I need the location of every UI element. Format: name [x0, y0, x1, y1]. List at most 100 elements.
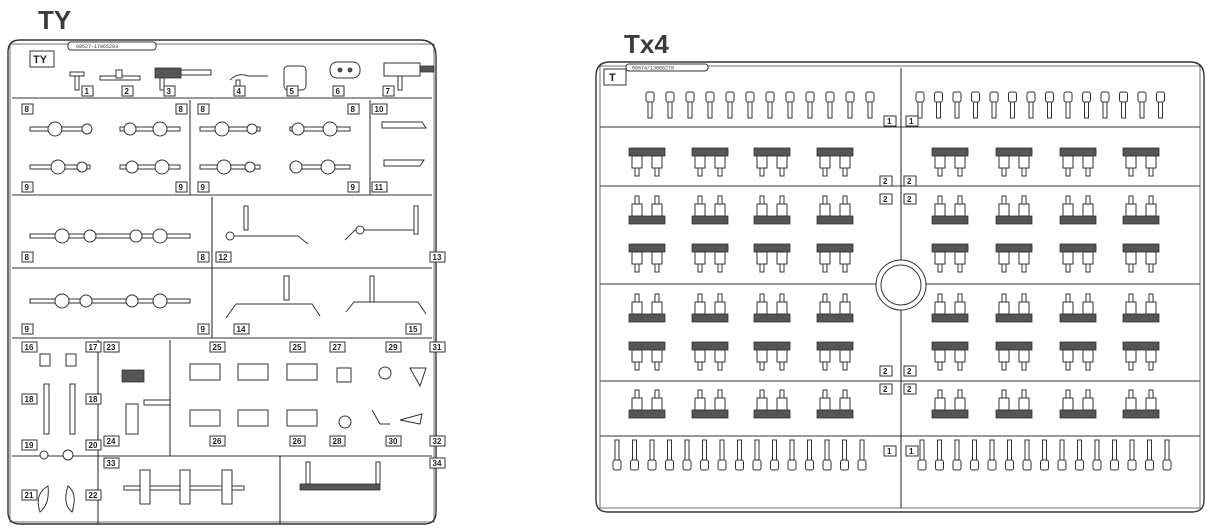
tx4-track-shoe: [691, 341, 729, 371]
tx4-bottom-link-stem: [1007, 439, 1012, 461]
sprue-title-tx4: Tx4: [624, 29, 669, 59]
ty-label-text: 22: [89, 491, 98, 500]
tx4-label-text: 1: [909, 447, 914, 456]
tx4-top-link-stem: [747, 101, 753, 119]
ty-label-box: [209, 435, 226, 447]
tx4-top-link-stem: [1047, 101, 1052, 119]
tx4-bottom-link: [752, 459, 762, 471]
tx4-bottom-link-stem: [1077, 439, 1082, 461]
tx4-bottom-link: [1005, 459, 1014, 471]
ty-label-box: [429, 341, 446, 353]
ty-label-box: [175, 181, 188, 193]
ty-label-box: [429, 457, 446, 469]
tx4-bottom-link-stem: [1094, 439, 1100, 461]
ty-label-text: 34: [433, 459, 442, 468]
ty-label-box: [21, 103, 34, 115]
tx4-top-link: [915, 91, 925, 103]
ty-label-text: 3: [167, 87, 172, 96]
ty-label-text: 18: [25, 395, 34, 404]
ty-label-box: [197, 103, 210, 115]
ty-label-box: [21, 439, 38, 451]
ty-label-box: [429, 435, 446, 447]
ty-label-text: 15: [409, 325, 418, 334]
tx4-label-text: 2: [883, 385, 888, 394]
tx4-bottom-link: [735, 459, 744, 471]
ty-label-box: [405, 323, 422, 335]
tx4-bottom-link-stem: [1059, 439, 1065, 461]
tx4-track-shoe: [1059, 195, 1097, 225]
tx4-bottom-link-stem: [789, 439, 795, 461]
tx4-bottom-link: [1162, 459, 1172, 471]
tx4-top-link: [665, 91, 675, 103]
ty-label-text: 19: [25, 441, 34, 450]
tx4-bottom-link: [935, 459, 944, 471]
tx4-bottom-link: [840, 459, 849, 471]
tx4-track-shoe: [1059, 341, 1097, 371]
tx4-bottom-link-stem: [1129, 439, 1135, 461]
tx4-track-shoe: [1059, 147, 1097, 177]
tx4-bottom-link-stem: [1147, 439, 1152, 461]
tx4-top-link-stem: [973, 101, 978, 119]
tx4-top-link-stem: [917, 101, 923, 119]
tx4-bottom-link-stem: [954, 439, 960, 461]
tx4-bottom-link-stem: [937, 439, 942, 461]
tx4-track-shoe: [753, 389, 791, 419]
ty-label-text: 8: [201, 253, 206, 262]
ty-arm-parts: [29, 121, 427, 319]
tx4-top-link: [1082, 91, 1091, 103]
tx4-top-link-stem: [1139, 101, 1145, 119]
ty-label-text: 12: [219, 253, 228, 262]
tx4-track-shoe: [753, 243, 791, 273]
tx4-top-link-stem: [787, 101, 793, 119]
tx4-top-link-stem: [1084, 101, 1089, 119]
tx4-bottom-link: [770, 459, 779, 471]
ty-label-box: [21, 341, 38, 353]
sprue-ty-corner-tag: [29, 50, 55, 68]
tx4-bottom-link-stem: [989, 439, 995, 461]
tx4-top-link: [845, 91, 855, 103]
ty-label-box: [21, 323, 34, 335]
tx4-top-link-stem: [847, 101, 853, 119]
tx4-label-box: [879, 193, 893, 205]
tx4-bottom-link-stem: [667, 439, 672, 461]
ty-label-box: [85, 489, 102, 501]
tx4-bottom-link: [1022, 459, 1032, 471]
tx4-track-shoe: [931, 147, 969, 177]
tx4-label-text: 2: [907, 195, 912, 204]
tx4-top-link-stem: [827, 101, 833, 119]
ty-label-text: 30: [389, 437, 398, 446]
ty-label-text: 21: [25, 491, 34, 500]
ty-label-text: 9: [25, 325, 30, 334]
ty-label-text: 11: [375, 183, 384, 192]
tx4-bottom-link: [952, 459, 962, 471]
ty-label-text: 8: [201, 105, 206, 114]
tx4-top-link-stem: [1158, 101, 1163, 119]
ty-label-box: [429, 251, 446, 263]
ty-label-text: 25: [213, 343, 222, 352]
tx4-track-shoe: [1122, 293, 1160, 323]
tx4-bottom-link-stem: [807, 439, 812, 461]
tx4-track-shoe: [816, 389, 854, 419]
tx4-track-shoe: [1059, 389, 1097, 419]
tx4-label-text: 1: [887, 117, 892, 126]
tx4-top-link: [1045, 91, 1054, 103]
tx4-label-text: 2: [883, 195, 888, 204]
tx4-track-shoe: [1122, 243, 1160, 273]
ty-label-box: [85, 439, 102, 451]
tx4-bottom-link: [987, 459, 997, 471]
tx4-track-shoe: [816, 341, 854, 371]
tx4-label-text: 2: [883, 177, 888, 186]
tx4-top-link: [1156, 91, 1165, 103]
sprue-ty-corner-tag-text: TY: [33, 54, 48, 66]
ty-plates: [189, 363, 318, 427]
tx4-bottom-link-stem: [754, 439, 760, 461]
ty-label-box: [286, 85, 299, 97]
tx4-bottom-link-stem: [702, 439, 707, 461]
tx4-bottom-link-stem: [1112, 439, 1117, 461]
tx4-bottom-link-stem: [772, 439, 777, 461]
tx4-bottom-link-stem: [842, 439, 847, 461]
tx4-track-shoe: [628, 147, 666, 177]
tx4-track-shoe: [691, 243, 729, 273]
ty-label-box: [197, 251, 210, 263]
